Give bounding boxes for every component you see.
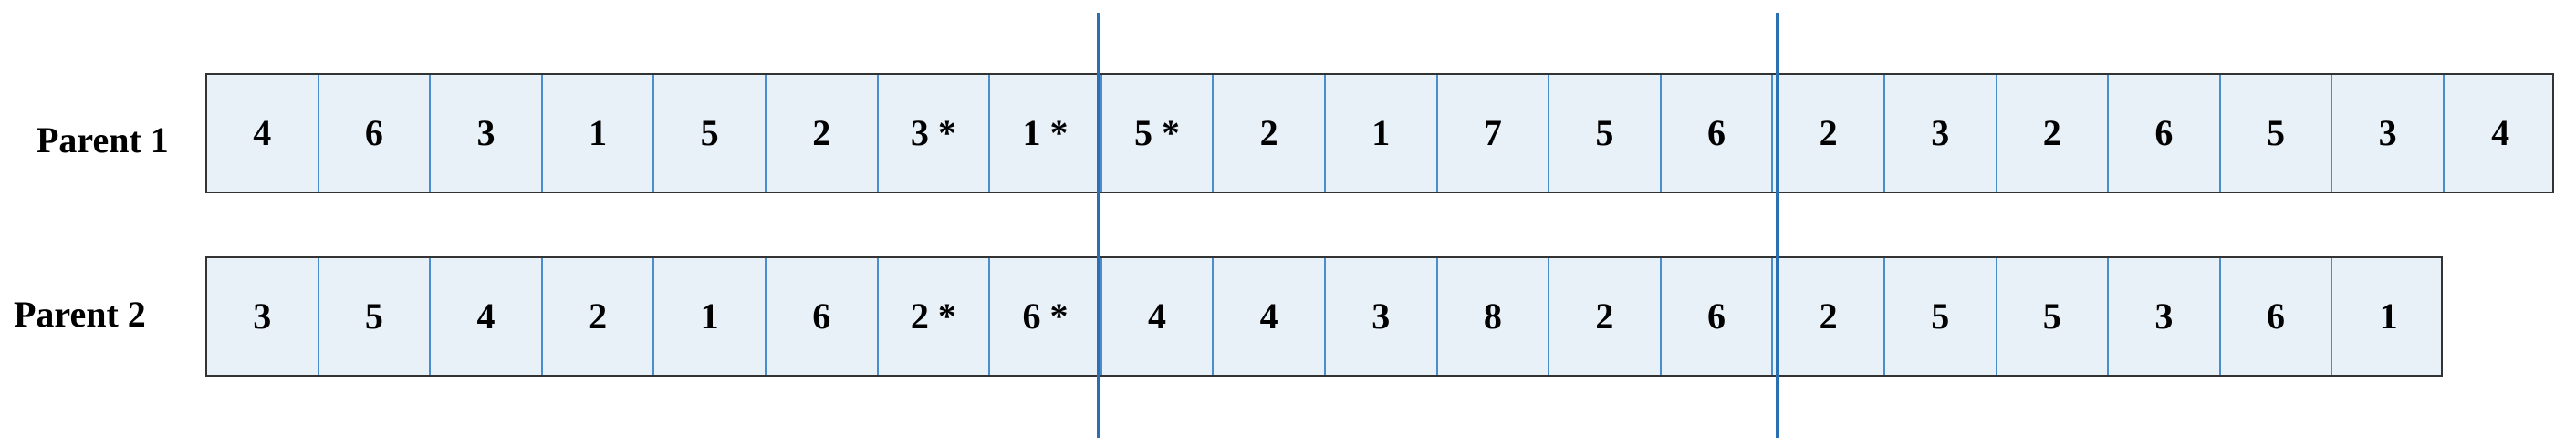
gene-cell: 2 <box>1997 75 2110 192</box>
gene-cell: 5 <box>319 258 432 375</box>
gene-cell: 2 <box>543 258 655 375</box>
crossover-cut-line-2 <box>1776 13 1779 438</box>
gene-cell: 3 <box>1326 258 1438 375</box>
gene-cell: 2 <box>1773 75 1885 192</box>
gene-cell: 2 <box>1214 75 1326 192</box>
gene-cell: 4 <box>1102 258 1215 375</box>
gene-cell: 1 <box>543 75 655 192</box>
gene-cell: 5 <box>1549 75 1662 192</box>
gene-cell: 2 <box>1773 258 1885 375</box>
gene-cell: 1 * <box>990 75 1102 192</box>
gene-cell: 3 <box>2332 75 2445 192</box>
gene-cell: 6 <box>2221 258 2333 375</box>
gene-cell: 3 * <box>879 75 991 192</box>
parent-2-label: Parent 2 <box>14 294 146 335</box>
gene-cell: 3 <box>431 75 543 192</box>
gene-cell: 3 <box>1885 75 1997 192</box>
gene-cell: 1 <box>654 258 767 375</box>
gene-cell: 1 <box>2379 296 2398 337</box>
gene-cell: 2 <box>1549 258 1662 375</box>
gene-cell: 4 <box>1214 258 1326 375</box>
gene-cell: 1 <box>1326 75 1438 192</box>
gene-cell: 2 * <box>879 258 991 375</box>
gene-cell: 8 <box>1438 258 1550 375</box>
gene-cell: 5 <box>1997 258 2110 375</box>
gene-cell: 4 <box>431 258 543 375</box>
crossover-cut-line-1 <box>1097 13 1100 438</box>
gene-cell: 5 * <box>1102 75 1215 192</box>
gene-cell: 6 <box>1662 75 1774 192</box>
gene-cell: 4 <box>207 75 319 192</box>
gene-cell: 4 <box>2491 112 2510 153</box>
parent-1-label: Parent 1 <box>37 119 169 161</box>
gene-cell: 5 <box>2221 75 2333 192</box>
gene-cell: 6 <box>1662 258 1774 375</box>
gene-cell: 6 <box>2109 75 2221 192</box>
gene-cell: 7 <box>1438 75 1550 192</box>
gene-cell: 6 * <box>990 258 1102 375</box>
gene-cell: 2 <box>767 75 879 192</box>
gene-cell: 6 <box>767 258 879 375</box>
gene-cell: 5 <box>654 75 767 192</box>
gene-cell: 3 <box>2109 258 2221 375</box>
gene-cell: 3 <box>207 258 319 375</box>
gene-cell: 5 <box>1885 258 1997 375</box>
gene-cell: 6 <box>319 75 432 192</box>
